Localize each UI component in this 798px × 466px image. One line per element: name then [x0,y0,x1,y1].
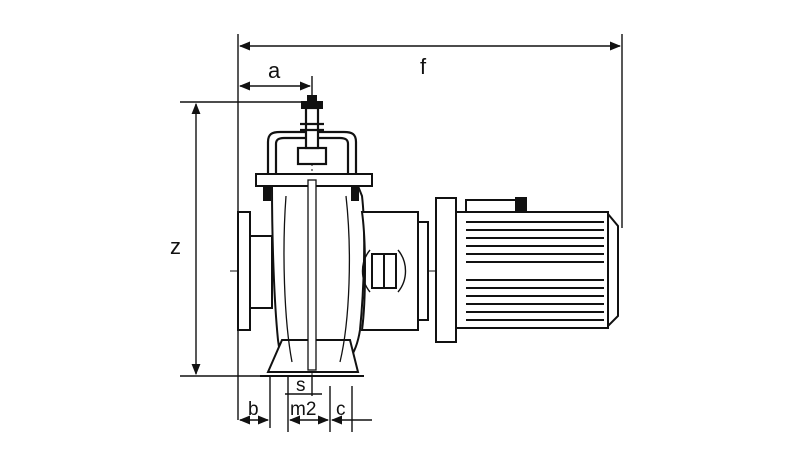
inlet-nozzle [249,235,273,309]
motor-flange [435,197,457,343]
label-c: c [336,399,346,420]
bearing-bracket [360,211,429,331]
label-a: a [268,58,281,83]
dimension-lines [191,41,622,425]
label-z: z [170,234,181,259]
lifting-frame [266,106,358,174]
pump-body [237,173,373,377]
label-m2: m2 [290,399,316,420]
label-s: s [296,375,306,396]
motor-cooling-fins [466,221,604,321]
inlet-flange [237,211,251,331]
label-b: b [248,399,259,420]
motor [435,197,619,343]
side-pins [263,185,359,201]
label-f: f [420,54,427,79]
casing-detail [283,179,351,371]
motor-end-cap [607,211,619,329]
coupling-detail [361,249,407,293]
handwheel-icon [301,95,323,109]
motor-housing [455,211,609,329]
